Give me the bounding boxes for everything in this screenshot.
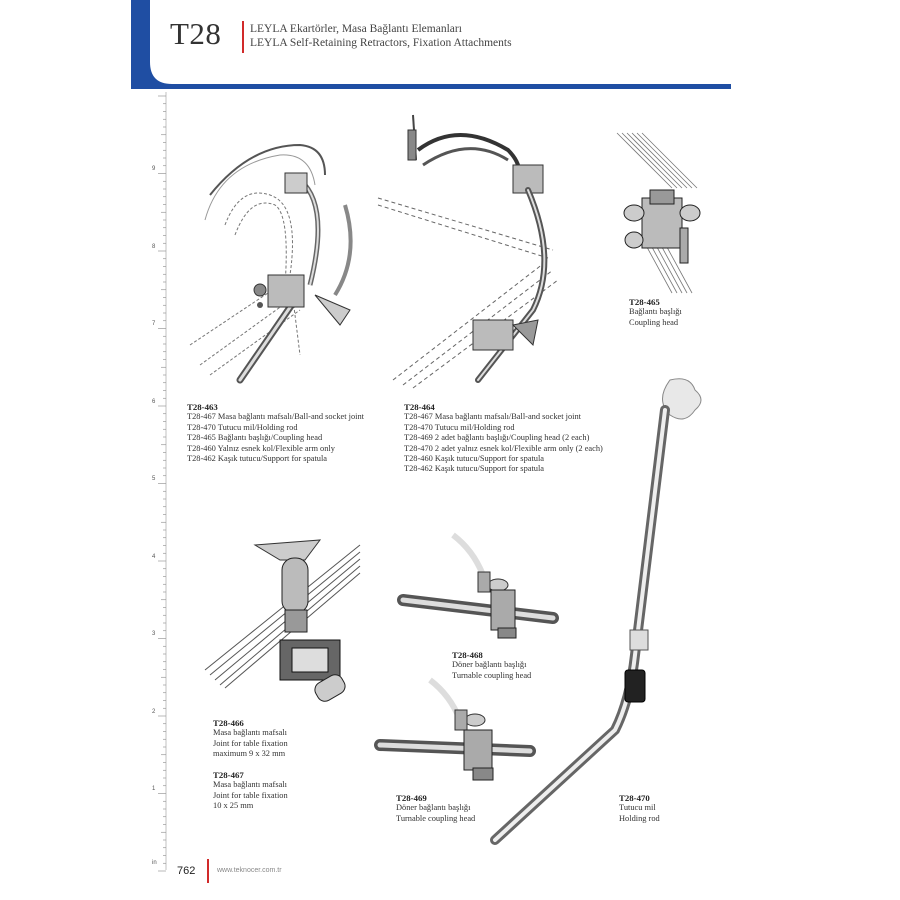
header-divider bbox=[242, 21, 244, 53]
ruler-number: 5 bbox=[152, 476, 156, 482]
caption-t28-466: T28-466 Masa bağlantı mafsalı Joint for … bbox=[213, 718, 288, 760]
footer-divider bbox=[207, 859, 209, 883]
caption-line: Bağlantı başlığı bbox=[629, 307, 682, 317]
caption-line: T28-467 Masa bağlantı mafsalı/Ball-and s… bbox=[404, 412, 581, 422]
caption-line: T28-470 Tutucu mil/Holding rod bbox=[404, 422, 515, 432]
t28-470-illustration bbox=[490, 378, 702, 845]
caption-t28-469: T28-469 Döner bağlantı başlığı Turnable … bbox=[396, 793, 475, 824]
caption-line: T28-462 Kaşık tutucu/Support for spatula bbox=[187, 454, 328, 464]
t28-465-illustration bbox=[616, 132, 701, 294]
t28-466-illustration bbox=[204, 539, 361, 702]
product-code: T28-465 bbox=[629, 297, 660, 307]
ruler-number: 4 bbox=[152, 553, 156, 560]
t28-463-illustration bbox=[189, 143, 353, 384]
ruler: 9 8 7 6 5 4 3 2 1 in bbox=[150, 92, 167, 872]
product-code: T28-468 bbox=[452, 650, 483, 660]
product-code: T28-470 bbox=[619, 793, 650, 803]
ruler-number: 6 bbox=[152, 398, 156, 405]
t28-464-illustration bbox=[377, 114, 559, 389]
ruler-number: 1 bbox=[152, 786, 156, 792]
caption-t28-470: T28-470 Tutucu mil Holding rod bbox=[619, 793, 660, 824]
caption-line: T28-462 Kaşık tutucu/Support for spatula bbox=[404, 464, 545, 474]
caption-line: Masa bağlantı mafsalı bbox=[213, 780, 287, 790]
caption-line: T28-460 Kaşık tutucu/Support for spatula bbox=[404, 454, 545, 464]
ruler-number: 7 bbox=[152, 321, 156, 327]
caption-line: T28-465 Bağlantı başlığı/Coupling head bbox=[187, 433, 323, 443]
caption-line: T28-470 Tutucu mil/Holding rod bbox=[187, 422, 298, 432]
caption-line: T28-470 2 adet yalnız esnek kol/Flexible… bbox=[404, 443, 603, 453]
caption-line: Joint for table fixation bbox=[213, 790, 288, 800]
t28-468-illustration bbox=[397, 532, 559, 639]
caption-line: T28-469 2 adet bağlantı başlığı/Coupling… bbox=[404, 433, 590, 443]
caption-t28-464: T28-464 T28-467 Masa bağlantı mafsalı/Ba… bbox=[404, 402, 603, 475]
caption-line: Turnable coupling head bbox=[396, 813, 476, 823]
caption-line: Masa bağlantı mafsalı bbox=[213, 728, 287, 738]
caption-line: Joint for table fixation bbox=[213, 738, 288, 748]
caption-line: maximum 9 x 32 mm bbox=[213, 749, 286, 759]
footer-url[interactable]: www.teknocer.com.tr bbox=[217, 867, 282, 874]
ruler-ticks bbox=[158, 92, 167, 872]
caption-line: T28-467 Masa bağlantı mafsalı/Ball-and s… bbox=[187, 412, 364, 422]
caption-t28-465: T28-465 Bağlantı başlığı Coupling head bbox=[629, 297, 682, 328]
product-code: T28-466 bbox=[213, 718, 244, 728]
caption-line: Turnable coupling head bbox=[452, 670, 532, 680]
caption-line: Döner bağlantı başlığı bbox=[396, 803, 471, 813]
product-code: T28-464 bbox=[404, 402, 435, 412]
caption-t28-463: T28-463 T28-467 Masa bağlantı mafsalı/Ba… bbox=[187, 402, 364, 464]
caption-line: Coupling head bbox=[629, 317, 679, 327]
ruler-unit: in bbox=[152, 860, 157, 866]
page-number: 762 bbox=[177, 865, 196, 877]
caption-line: Döner bağlantı başlığı bbox=[452, 660, 527, 670]
caption-t28-468: T28-468 Döner bağlantı başlığı Turnable … bbox=[452, 650, 531, 681]
caption-t28-467: T28-467 Masa bağlantı mafsalı Joint for … bbox=[213, 770, 288, 812]
product-code: T28-463 bbox=[187, 402, 218, 412]
ruler-number: 2 bbox=[152, 708, 156, 715]
header-subtitle-en: LEYLA Self-Retaining Retractors, Fixatio… bbox=[250, 37, 512, 49]
ruler-number: 3 bbox=[152, 631, 156, 637]
section-code: T28 bbox=[170, 16, 222, 51]
header-subtitle-tr: LEYLA Ekartörler, Masa Bağlantı Elemanla… bbox=[250, 23, 462, 35]
product-code: T28-467 bbox=[213, 770, 244, 780]
caption-line: Holding rod bbox=[619, 813, 660, 823]
caption-line: 10 x 25 mm bbox=[213, 801, 254, 811]
ruler-number: 9 bbox=[152, 166, 156, 172]
caption-line: Tutucu mil bbox=[619, 803, 656, 813]
product-code: T28-469 bbox=[396, 793, 427, 803]
ruler-number: 8 bbox=[152, 243, 156, 250]
t28-469-illustration bbox=[374, 677, 536, 781]
caption-line: T28-460 Yalnız esnek kol/Flexible arm on… bbox=[187, 443, 335, 453]
